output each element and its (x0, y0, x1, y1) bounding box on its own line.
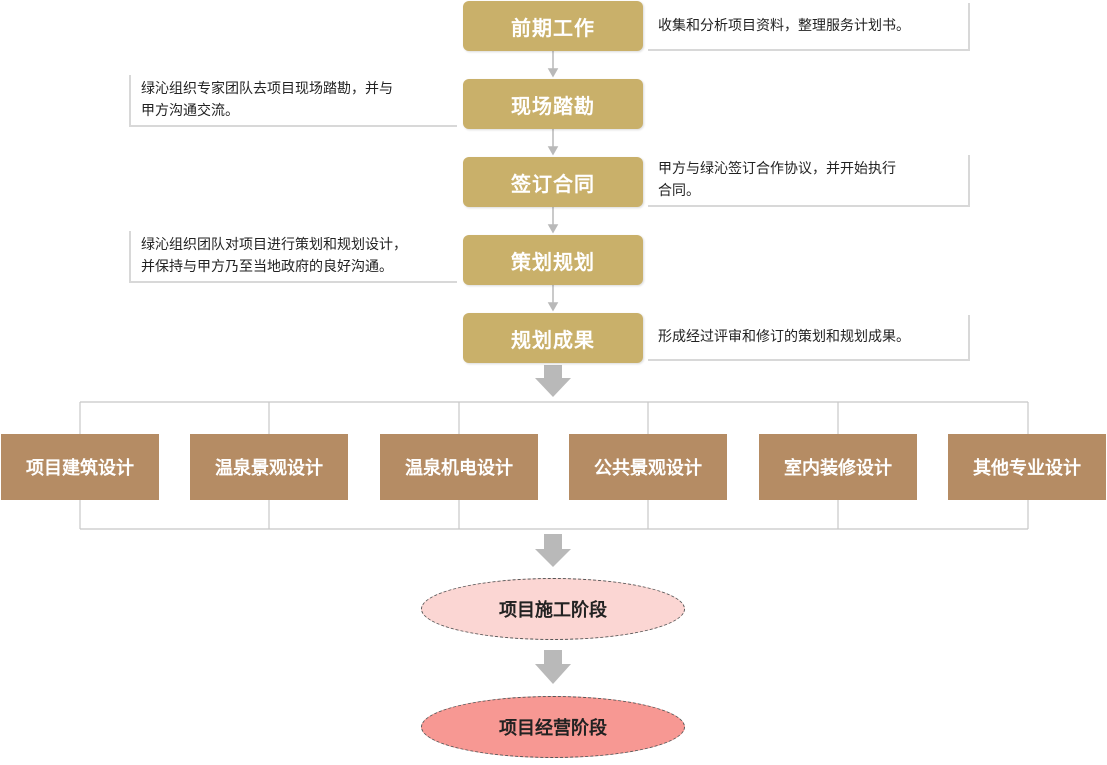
note-4-line-1: 绿沁组织团队对项目进行策划和规划设计， (141, 237, 407, 253)
step-box-3: 签订合同 (463, 157, 643, 207)
design-box-3: 温泉机电设计 (380, 434, 538, 500)
note-2-line-2: 甲方沟通交流。 (141, 103, 239, 119)
block-arrow-2 (535, 534, 571, 567)
design-box-5: 室内装修设计 (759, 434, 917, 500)
design-box-1: 项目建筑设计 (1, 434, 159, 500)
stage-construction: 项目施工阶段 (421, 578, 685, 640)
note-4: 绿沁组织团队对项目进行策划和规划设计， 并保持与甲方乃至当地政府的良好沟通。 (129, 231, 457, 283)
note-4-line-2: 并保持与甲方乃至当地政府的良好沟通。 (141, 259, 393, 275)
step-box-4: 策划规划 (463, 235, 643, 285)
note-5: 形成经过评审和修订的策划和规划成果。 (648, 315, 970, 361)
design-box-4: 公共景观设计 (569, 434, 727, 500)
note-5-line-1: 形成经过评审和修订的策划和规划成果。 (658, 329, 910, 345)
note-1-line-1: 收集和分析项目资料，整理服务计划书。 (658, 18, 910, 34)
step-arrowhead-1 (547, 68, 559, 78)
note-2: 绿沁组织专家团队去项目现场踏勘，并与 甲方沟通交流。 (129, 75, 457, 127)
note-2-text: 绿沁组织专家团队去项目现场踏勘，并与 甲方沟通交流。 (141, 78, 393, 122)
stage-operation: 项目经营阶段 (421, 696, 685, 758)
note-1: 收集和分析项目资料，整理服务计划书。 (648, 3, 970, 51)
note-3-text: 甲方与绿沁签订合作协议，并开始执行 合同。 (658, 158, 896, 202)
step-arrowhead-4 (547, 302, 559, 312)
note-1-text: 收集和分析项目资料，整理服务计划书。 (658, 15, 910, 37)
step-arrowhead-2 (547, 146, 559, 156)
note-2-line-1: 绿沁组织专家团队去项目现场踏勘，并与 (141, 81, 393, 97)
note-5-text: 形成经过评审和修订的策划和规划成果。 (658, 326, 910, 348)
block-arrow-3 (535, 650, 571, 684)
design-box-2: 温泉景观设计 (190, 434, 348, 500)
block-arrow-1 (535, 365, 571, 397)
note-3-line-1: 甲方与绿沁签订合作协议，并开始执行 (658, 161, 896, 177)
step-arrowhead-3 (547, 224, 559, 234)
design-box-6: 其他专业设计 (948, 434, 1106, 500)
note-3: 甲方与绿沁签订合作协议，并开始执行 合同。 (648, 155, 970, 207)
note-3-line-2: 合同。 (658, 183, 700, 199)
step-box-2: 现场踏勘 (463, 79, 643, 129)
step-box-1: 前期工作 (463, 1, 643, 51)
step-box-5: 规划成果 (463, 313, 643, 363)
note-4-text: 绿沁组织团队对项目进行策划和规划设计， 并保持与甲方乃至当地政府的良好沟通。 (141, 234, 407, 278)
